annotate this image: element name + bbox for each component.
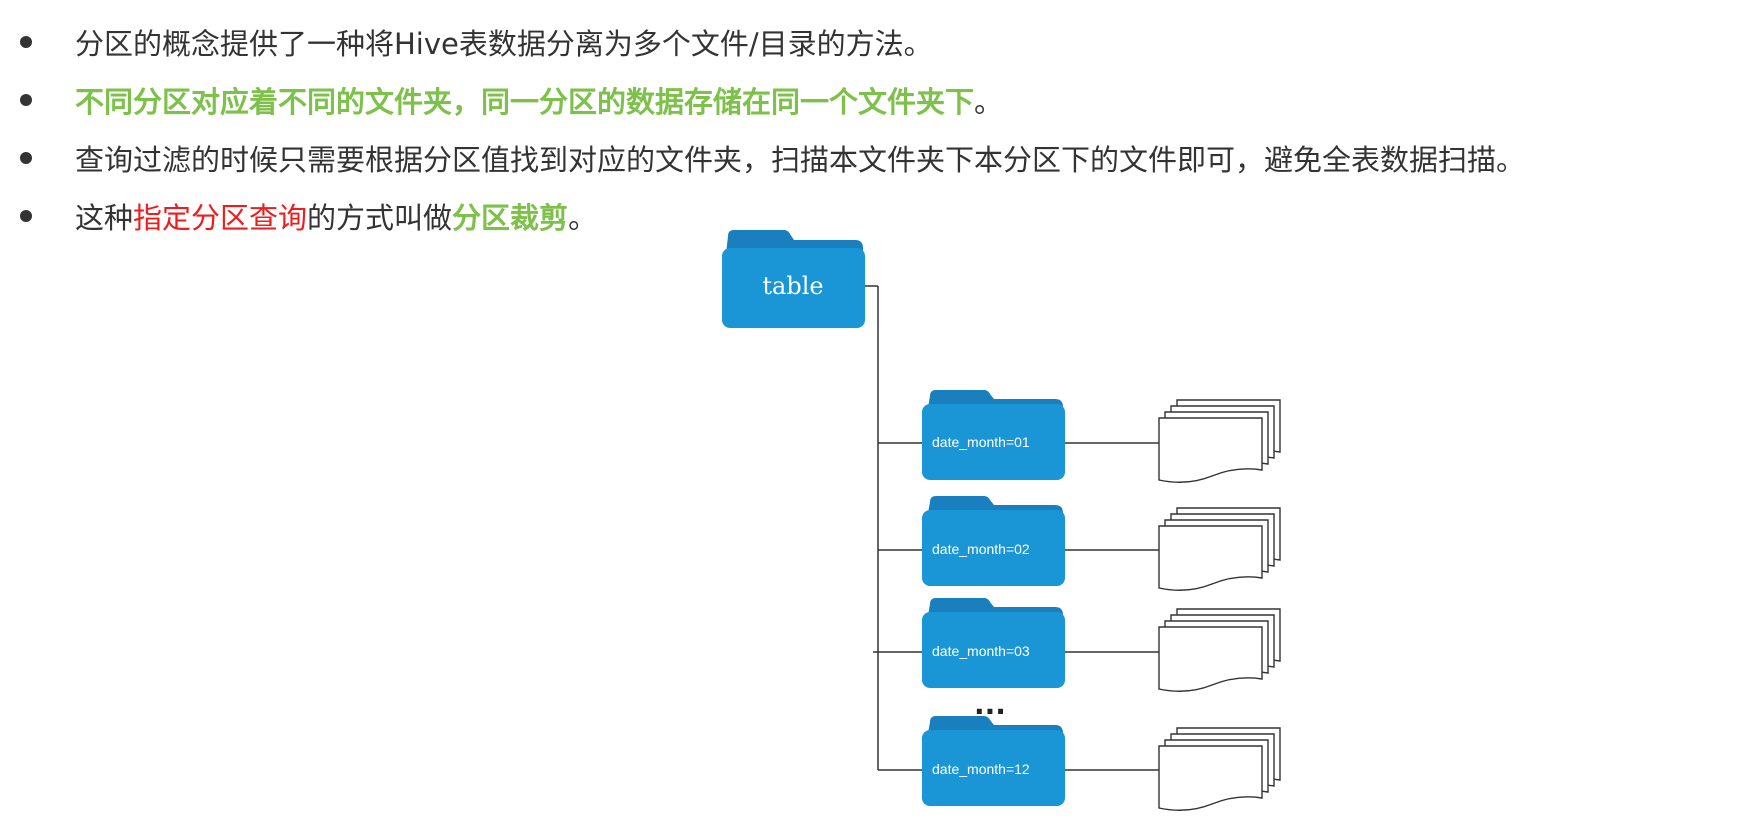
bullet-2-segment-2: 。 [974,85,1004,119]
bullet-text-1: 分区的概念提供了一种将Hive表数据分离为多个文件/目录的方法。 [75,21,933,63]
bullet-4-segment-3: 的方式叫做 [307,201,453,235]
file-icon [1158,525,1263,591]
partition-label-03: date_month=03 [932,643,1030,659]
bullet-1-segment-1: 分区的概念提供了一种将Hive表数据分离为多个文件/目录的方法。 [75,27,933,61]
file-icon [1158,626,1263,692]
bullet-3-segment-1: 查询过滤的时候只需要根据分区值找到对应的文件夹，扫描本文件夹下本分区下的文件即可… [75,143,1526,177]
partition-label-01: date_month=01 [932,434,1030,450]
file-stack-03 [1158,608,1281,692]
bullet-dot [20,210,32,222]
bullet-4-segment-1: 这种 [75,201,134,235]
partition-folder-01: date_month=01 [922,390,1065,480]
bullet-4-segment-2: 指定分区查询 [133,201,308,235]
file-stack-12 [1158,727,1281,811]
bullet-4-segment-4: 分区裁剪 [452,201,569,235]
bullet-dot [20,94,32,106]
partition-folder-12: date_month=12 [922,716,1065,806]
bullet-text-3: 查询过滤的时候只需要根据分区值找到对应的文件夹，扫描本文件夹下本分区下的文件即可… [75,137,1525,179]
partition-folder-02: date_month=02 [922,496,1065,586]
bullet-text-2: 不同分区对应着不同的文件夹，同一分区的数据存储在同一个文件夹下。 [75,79,1003,121]
bullet-text-4: 这种指定分区查询的方式叫做分区裁剪。 [75,195,597,237]
file-icon [1158,417,1263,483]
bullet-dot [20,152,32,164]
ellipsis-text: ... [974,688,1006,721]
bullet-4-segment-5: 。 [568,201,598,235]
root-folder-label: table [762,272,823,300]
partition-label-12: date_month=12 [932,761,1030,777]
root-folder-icon: table [722,230,865,328]
bullet-dot [20,36,32,48]
partition-folder-03: date_month=03 [922,598,1065,688]
partition-label-02: date_month=02 [932,541,1030,557]
tree-connectors [863,285,1163,771]
bullet-2-segment-1: 不同分区对应着不同的文件夹，同一分区的数据存储在同一个文件夹下 [75,85,975,119]
file-icon [1158,745,1263,811]
file-stack-02 [1158,507,1281,591]
file-stack-01 [1158,399,1281,483]
